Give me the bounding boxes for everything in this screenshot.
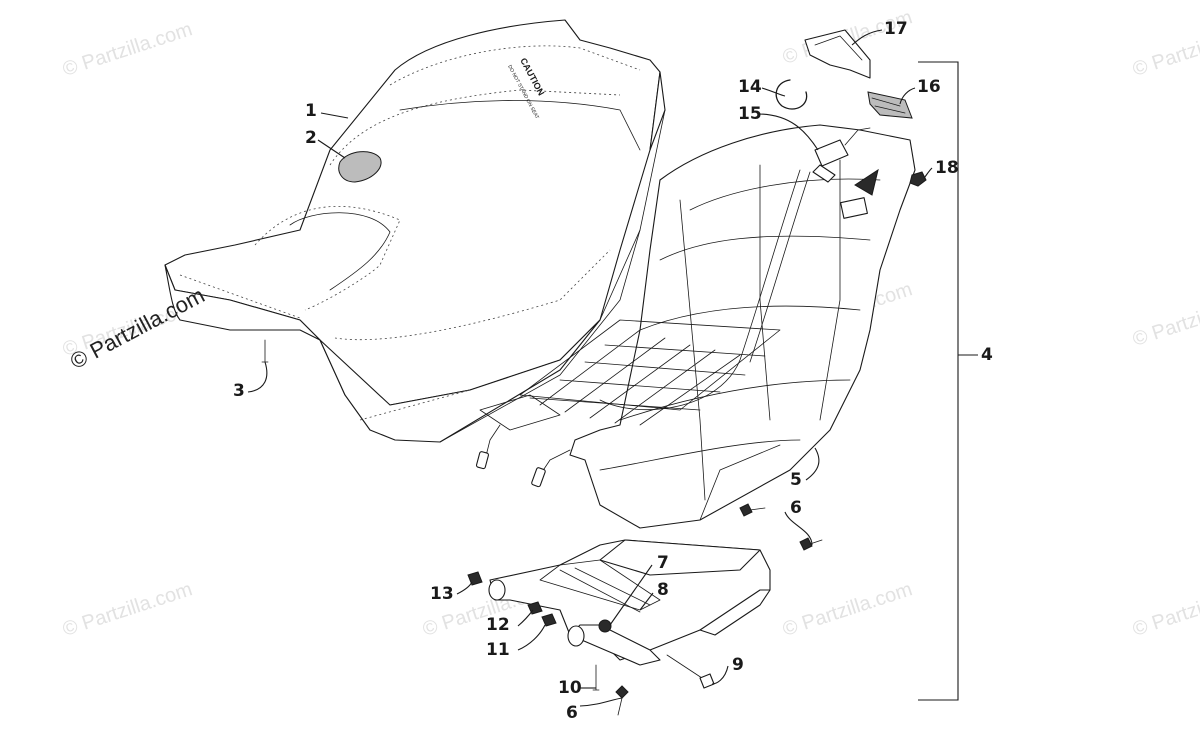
rivet-lower <box>615 685 629 716</box>
callout-14: 14 <box>738 77 762 97</box>
nut-12 <box>527 601 543 615</box>
mounting-bracket <box>488 539 771 666</box>
callout-10: 10 <box>558 678 582 698</box>
callout-11: 11 <box>486 640 510 660</box>
callout-12: 12 <box>486 615 510 635</box>
callout-16: 16 <box>917 77 941 97</box>
latch-cover <box>804 29 871 79</box>
snap-ring <box>775 79 808 110</box>
bolt <box>666 654 715 689</box>
callout-8: 8 <box>657 580 669 600</box>
callout-5: 5 <box>790 470 802 490</box>
callout-7: 7 <box>657 553 669 573</box>
callout-3: 3 <box>233 381 245 401</box>
seat-base <box>475 124 916 529</box>
pin <box>592 664 600 691</box>
callout-6-upper: 6 <box>790 498 802 518</box>
seat-cushion: CAUTION DO NOT STAND ON SEAT <box>164 19 666 443</box>
hook-loop-patch <box>338 151 382 183</box>
nut <box>909 171 927 187</box>
seat-latch <box>867 91 913 119</box>
callout-13: 13 <box>430 584 454 604</box>
callout-6-lower: 6 <box>566 703 578 723</box>
latch-cable <box>812 127 871 183</box>
rivet-upper-1 <box>739 503 766 517</box>
callout-17: 17 <box>884 19 908 39</box>
callout-2: 2 <box>305 128 317 148</box>
callout-15: 15 <box>738 104 762 124</box>
nut-11 <box>541 613 557 627</box>
callout-4: 4 <box>981 345 993 365</box>
bolt-13 <box>467 571 483 586</box>
washer <box>598 619 612 633</box>
callout-9: 9 <box>732 655 744 675</box>
callout-1: 1 <box>305 101 317 121</box>
seat-pin <box>261 339 269 363</box>
callout-18: 18 <box>935 158 959 178</box>
